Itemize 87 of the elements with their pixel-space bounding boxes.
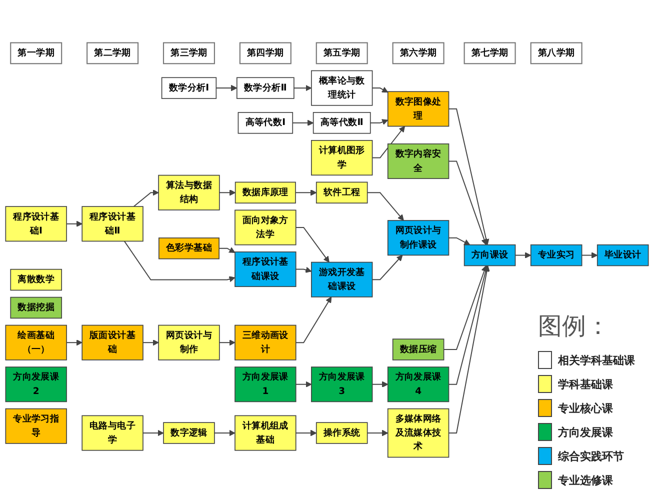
arrow xyxy=(443,265,488,350)
node-box: 数据压缩 xyxy=(392,338,444,360)
node-box: 三维动画设计 xyxy=(234,324,296,360)
arrow xyxy=(142,430,164,436)
node-box: 专业学习指导 xyxy=(5,408,67,444)
arrow xyxy=(218,339,236,346)
legend-label: 综合实践环节 xyxy=(558,448,624,464)
node-box: 方向发展课2 xyxy=(5,366,67,402)
node-box: 方向发展课1 xyxy=(234,366,296,402)
node-box: 第四学期 xyxy=(239,42,292,64)
node-box: 第一学期 xyxy=(10,42,62,64)
node-box: 数据库原理 xyxy=(234,182,296,204)
node-box: 绘画基础（一） xyxy=(5,324,67,360)
arrow xyxy=(218,190,236,196)
node-box: 网页设计与制作课设 xyxy=(387,220,450,256)
arrow xyxy=(366,430,388,436)
legend-label: 学科基础课 xyxy=(558,376,613,392)
node-box: 网页设计与制作 xyxy=(158,324,220,360)
node-box: 数学分析Ⅰ xyxy=(161,77,217,99)
arrow xyxy=(448,237,470,246)
arrow xyxy=(372,381,388,388)
legend-heading: 图例： xyxy=(538,311,610,342)
node-box: 操作系统 xyxy=(316,422,368,444)
node-box: 数字内容安全 xyxy=(387,143,450,179)
arrow xyxy=(216,84,238,92)
arrow xyxy=(295,296,332,344)
arrow xyxy=(293,84,312,92)
node-box: 方向发展课4 xyxy=(387,366,450,402)
arrow xyxy=(448,108,490,246)
node-box: 程序设计基础课设 xyxy=(234,251,296,287)
node-box: 版面设计基础 xyxy=(82,324,144,360)
node-box: 离散数学 xyxy=(10,268,62,291)
arrow xyxy=(214,430,236,436)
node-box: 数字图像处理 xyxy=(387,91,450,127)
node-box: 色彩学基础 xyxy=(158,238,220,260)
node-box: 数学分析Ⅱ xyxy=(236,77,294,99)
node-box: 计算机图形学 xyxy=(311,140,373,176)
arrow xyxy=(295,266,312,273)
legend-label: 相关学科基础课 xyxy=(558,352,635,368)
node-box: 第八学期 xyxy=(530,42,582,64)
node-box: 方向课设 xyxy=(464,244,516,266)
node-box: 概率论与数理统计 xyxy=(311,70,373,106)
arrow xyxy=(295,227,330,263)
legend-label: 方向发展课 xyxy=(558,424,613,440)
node-box: 数据挖掘 xyxy=(10,296,62,319)
arrow xyxy=(372,254,403,280)
node-box: 计算机组成基础 xyxy=(234,415,296,451)
arrow xyxy=(295,430,317,436)
node-box: 第三学期 xyxy=(162,42,215,64)
node-box: 多媒体网络及流媒体技术 xyxy=(387,408,450,458)
legend-label: 专业选修课 xyxy=(558,472,613,488)
node-box: 算法与数据结构 xyxy=(158,174,220,210)
arrow xyxy=(514,252,532,258)
arrow xyxy=(124,240,236,282)
arrow xyxy=(581,252,598,258)
node-box: 游戏开发基础课设 xyxy=(311,262,373,298)
arrow xyxy=(372,86,388,93)
node-box: 毕业设计 xyxy=(596,244,649,266)
node-box: 面向对象方法学 xyxy=(234,210,296,246)
node-box: 第七学期 xyxy=(464,42,516,64)
arrow xyxy=(66,220,82,227)
arrow xyxy=(295,190,317,196)
node-box: 高等代数Ⅰ xyxy=(238,112,294,134)
node-box: 方向发展课3 xyxy=(311,366,373,402)
arrow xyxy=(142,339,159,346)
node-box: 程序设计基础Ⅱ xyxy=(82,206,144,242)
node-box: 高等代数Ⅱ xyxy=(312,112,371,134)
node-box: 第六学期 xyxy=(392,42,444,64)
arrow xyxy=(133,190,159,207)
arrow xyxy=(448,265,490,434)
arrow xyxy=(66,339,82,346)
legend-label: 专业核心课 xyxy=(558,400,613,416)
arrow xyxy=(372,126,406,158)
arrow xyxy=(366,192,404,221)
node-box: 数字逻辑 xyxy=(163,422,215,444)
node-box: 第五学期 xyxy=(316,42,368,64)
arrow xyxy=(295,381,312,388)
arrow xyxy=(448,160,488,246)
node-box: 第二学期 xyxy=(86,42,139,64)
arrow xyxy=(370,119,388,125)
node-box: 电路与电子学 xyxy=(82,415,144,451)
node-box: 专业实习 xyxy=(530,244,582,266)
arrow xyxy=(448,265,489,385)
node-box: 程序设计基础Ⅰ xyxy=(5,206,67,242)
arrow xyxy=(292,120,314,126)
node-box: 软件工程 xyxy=(316,182,368,204)
arrow xyxy=(218,247,236,253)
